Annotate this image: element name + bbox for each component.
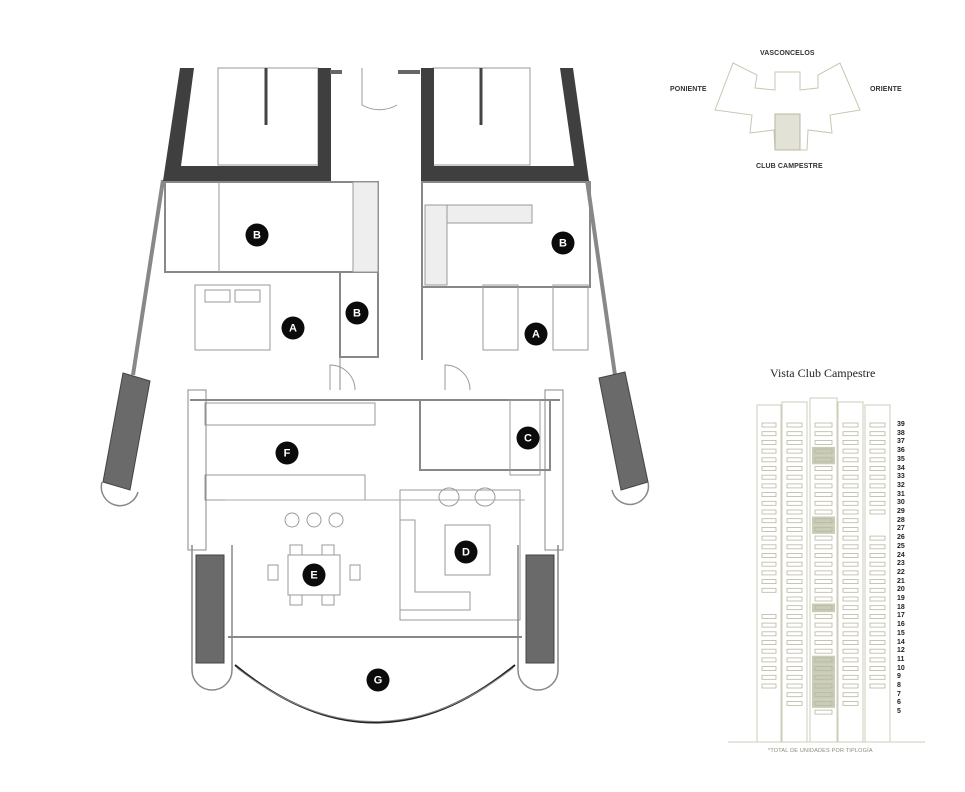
- key-plan-north-label: VASCONCELOS: [760, 50, 815, 57]
- floor-number: 16: [897, 621, 905, 629]
- tower-title: Vista Club Campestre: [770, 366, 876, 380]
- key-plan: [714, 62, 861, 151]
- left-fin-column: [102, 372, 151, 491]
- floor-number: 12: [897, 647, 905, 655]
- key-plan-west-label: PONIENTE: [670, 86, 707, 93]
- floor-number: 25: [897, 542, 905, 550]
- floor-number: 28: [897, 516, 905, 524]
- room-marker-c: C: [516, 426, 540, 450]
- key-plan-south-label: CLUB CAMPESTRE: [756, 163, 823, 170]
- floor-number: 19: [897, 595, 905, 602]
- floor-number: 10: [897, 664, 905, 672]
- room-marker-d: D: [454, 540, 478, 564]
- floor-number: 23: [897, 560, 905, 568]
- floor-number: 32: [897, 481, 905, 489]
- floor-number: 21: [897, 577, 905, 585]
- floor-number: 5: [897, 708, 901, 716]
- floor-number: 14: [897, 638, 905, 646]
- floor-number: 34: [897, 464, 905, 472]
- floor-number: 38: [897, 429, 905, 437]
- floor-number: 33: [897, 473, 905, 481]
- left-living-column: [195, 554, 225, 664]
- floor-number: 24: [897, 551, 905, 559]
- right-stair: [432, 67, 531, 166]
- floor-number: 6: [897, 699, 901, 707]
- floor-number: 20: [897, 586, 905, 594]
- room-marker-g: G: [366, 668, 390, 692]
- floor-number: 15: [897, 629, 905, 637]
- floor-number: 30: [897, 499, 905, 507]
- right-fin-column: [598, 371, 649, 491]
- room-marker-e: E: [302, 563, 326, 587]
- floor-number: 8: [897, 682, 901, 689]
- floor-number: 26: [897, 534, 905, 542]
- floor-number: 18: [897, 603, 905, 611]
- room-marker-a: A: [524, 322, 548, 346]
- floor-number: 35: [897, 455, 905, 463]
- floor-number: 11: [897, 655, 905, 663]
- floor-number: 39: [897, 421, 905, 428]
- floor-number: 22: [897, 568, 905, 576]
- room-marker-b: B: [551, 231, 575, 255]
- right-core-wall: [421, 68, 589, 181]
- floor-number: 31: [897, 490, 905, 498]
- left-stair: [217, 67, 319, 166]
- left-core-wall: [163, 68, 331, 181]
- floor-number: 27: [897, 525, 905, 533]
- room-marker-f: F: [275, 441, 299, 465]
- floor-number: 29: [897, 508, 905, 515]
- key-plan-east-label: ORIENTE: [870, 86, 902, 93]
- floor-number: 7: [897, 690, 901, 698]
- room-marker-b: B: [245, 223, 269, 247]
- footnote: *TOTAL DE UNIDADES POR TIPLOGÍA: [768, 748, 873, 754]
- room-marker-b: B: [345, 301, 369, 325]
- room-marker-a: A: [281, 316, 305, 340]
- floor-number: 17: [897, 612, 905, 620]
- floor-number: 37: [897, 438, 905, 446]
- floor-number: 36: [897, 447, 905, 455]
- right-living-column: [525, 554, 555, 664]
- floor-number: 9: [897, 673, 901, 681]
